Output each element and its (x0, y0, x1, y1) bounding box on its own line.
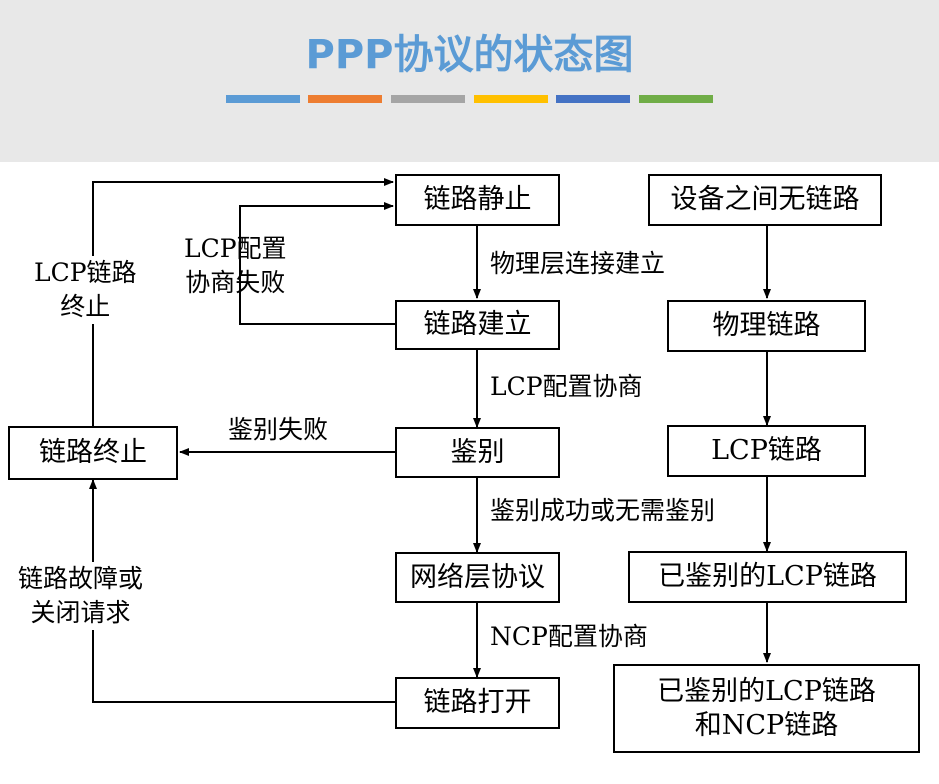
state-authenticate: 鉴别 (395, 427, 560, 478)
link-auth-lcp-ncp-line2: 和NCP链路 (694, 709, 839, 741)
label-link-fault-line2: 关闭请求 (30, 597, 131, 627)
link-auth-lcp-ncp-line1: 已鉴别的LCP链路 (657, 675, 876, 707)
label-lcp-fail-line2: 协商失败 (185, 267, 286, 297)
edge-lcp-terminate (92, 178, 394, 426)
slide-header: PPP协议的状态图 (0, 0, 939, 162)
label-lcp-terminate: LCP链路 终止 (30, 256, 141, 324)
label-auth-ok: 鉴别成功或无需鉴别 (490, 496, 716, 525)
state-link-open: 链路打开 (395, 677, 560, 729)
label-physical-up: 物理层连接建立 (490, 249, 666, 278)
accent-bar-5 (556, 95, 630, 103)
state-link-terminate: 链路终止 (8, 426, 178, 480)
link-physical: 物理链路 (667, 300, 866, 352)
state-network-protocol: 网络层协议 (395, 552, 560, 603)
label-lcp-fail: LCP配置 协商失败 (184, 232, 287, 300)
page-title: PPP协议的状态图 (305, 32, 634, 78)
link-auth-lcp-ncp: 已鉴别的LCP链路 和NCP链路 (613, 664, 920, 753)
accent-bar-4 (474, 95, 548, 103)
label-lcp-fail-line1: LCP配置 (184, 234, 287, 263)
state-link-dead: 链路静止 (395, 174, 560, 226)
label-auth-fail: 鉴别失败 (228, 415, 329, 444)
label-lcp-negotiate: LCP配置协商 (490, 372, 643, 401)
accent-bar-3 (391, 95, 465, 103)
accent-bar-1 (226, 95, 300, 103)
label-link-fault-line1: 链路故障或 (18, 564, 144, 593)
link-no-link: 设备之间无链路 (648, 174, 882, 226)
label-lcp-terminate-line1: LCP链路 (34, 258, 137, 287)
edge-lcp-fail (239, 202, 395, 325)
label-lcp-terminate-line2: 终止 (60, 291, 111, 321)
label-ncp-negotiate: NCP配置协商 (490, 622, 648, 651)
edge-link-fault (89, 479, 395, 703)
label-link-fault: 链路故障或 关闭请求 (14, 562, 148, 630)
link-auth-lcp: 已鉴别的LCP链路 (628, 551, 907, 603)
link-lcp: LCP链路 (667, 425, 866, 477)
accent-bar-2 (308, 95, 382, 103)
state-link-establish: 链路建立 (395, 300, 560, 350)
accent-bar-6 (639, 95, 713, 103)
